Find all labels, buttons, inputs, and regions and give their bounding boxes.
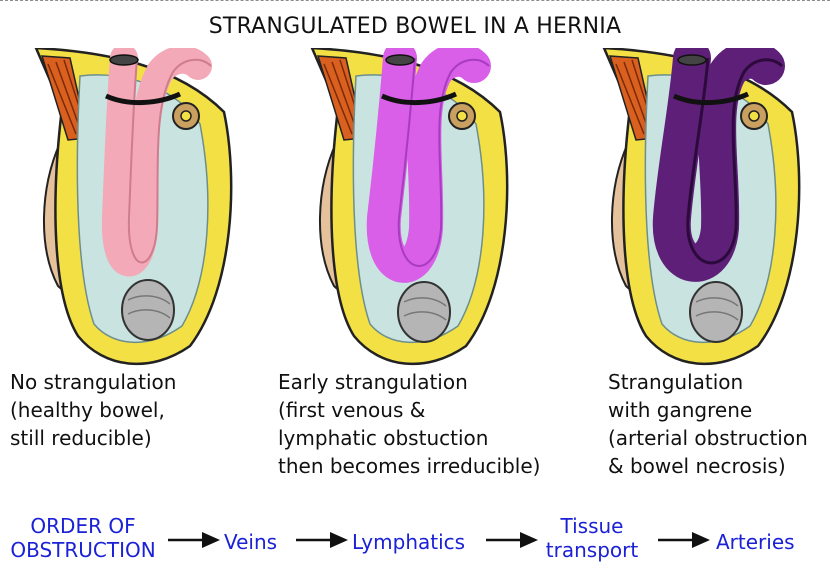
flow-step-veins: Veins	[224, 530, 277, 554]
diagram-title: STRANGULATED BOWEL IN A HERNIA	[208, 14, 622, 39]
top-dashed-border	[0, 0, 830, 1]
caption-line: still reducible)	[10, 426, 152, 450]
flow-step-line: Veins	[224, 530, 278, 554]
constriction-band	[672, 91, 750, 106]
bowel-loop	[652, 39, 785, 282]
panel-strangulation-gangrene	[596, 39, 806, 366]
hernia-illustration	[602, 39, 801, 366]
flow-step-lymphatics: Lymphatics	[352, 530, 465, 554]
arrow-right-icon	[168, 532, 220, 548]
caption-early-strangulation: Early strangulation (first venous & lymp…	[278, 368, 540, 480]
flow-step-arteries: Arteries	[716, 530, 795, 554]
bowel-lumen-top	[385, 54, 415, 66]
caption-line: then becomes irreducible)	[278, 454, 541, 478]
caption-strangulation-gangrene: Strangulation with gangrene (arterial ob…	[608, 368, 808, 480]
caption-line: (healthy bowel,	[10, 398, 165, 422]
caption-no-strangulation: No strangulation (healthy bowel, still r…	[10, 368, 176, 452]
caption-line: Early strangulation	[278, 370, 468, 394]
flow-label: ORDER OF OBSTRUCTION	[4, 514, 162, 562]
bowel-lumen-top	[109, 54, 139, 66]
caption-line: Strangulation	[608, 370, 744, 394]
panel-no-strangulation	[28, 44, 238, 366]
flow-step-line: Lymphatics	[352, 530, 466, 554]
caption-line: & bowel necrosis)	[608, 454, 786, 478]
bowel-lumen-top	[677, 54, 707, 66]
caption-line: lymphatic obstuction	[278, 426, 489, 450]
constriction-band	[104, 91, 182, 106]
caption-line: (first venous &	[278, 398, 426, 422]
caption-line: with gangrene	[608, 398, 753, 422]
flow-step-line: transport	[545, 538, 639, 562]
flow-label-line: ORDER OF	[30, 514, 136, 538]
hernia-illustration	[34, 44, 233, 366]
panel-early-strangulation	[304, 41, 514, 366]
bowel-loop	[101, 44, 212, 277]
caption-line: (arterial obstruction	[608, 426, 808, 450]
hernia-illustration	[310, 41, 509, 366]
constriction-band	[380, 91, 458, 106]
bowel-loop	[366, 41, 491, 283]
flow-step-line: Arteries	[716, 530, 795, 554]
flow-step-tissue-transport: Tissue transport	[542, 514, 642, 562]
flow-step-line: Tissue	[560, 514, 624, 538]
obstruction-flow: ORDER OF OBSTRUCTION Veins Lymphatics Ti…	[0, 508, 830, 578]
arrow-right-icon	[486, 532, 538, 548]
arrow-right-icon	[658, 532, 710, 548]
caption-line: No strangulation	[10, 370, 177, 394]
arrow-right-icon	[296, 532, 348, 548]
flow-label-line: OBSTRUCTION	[10, 538, 156, 562]
